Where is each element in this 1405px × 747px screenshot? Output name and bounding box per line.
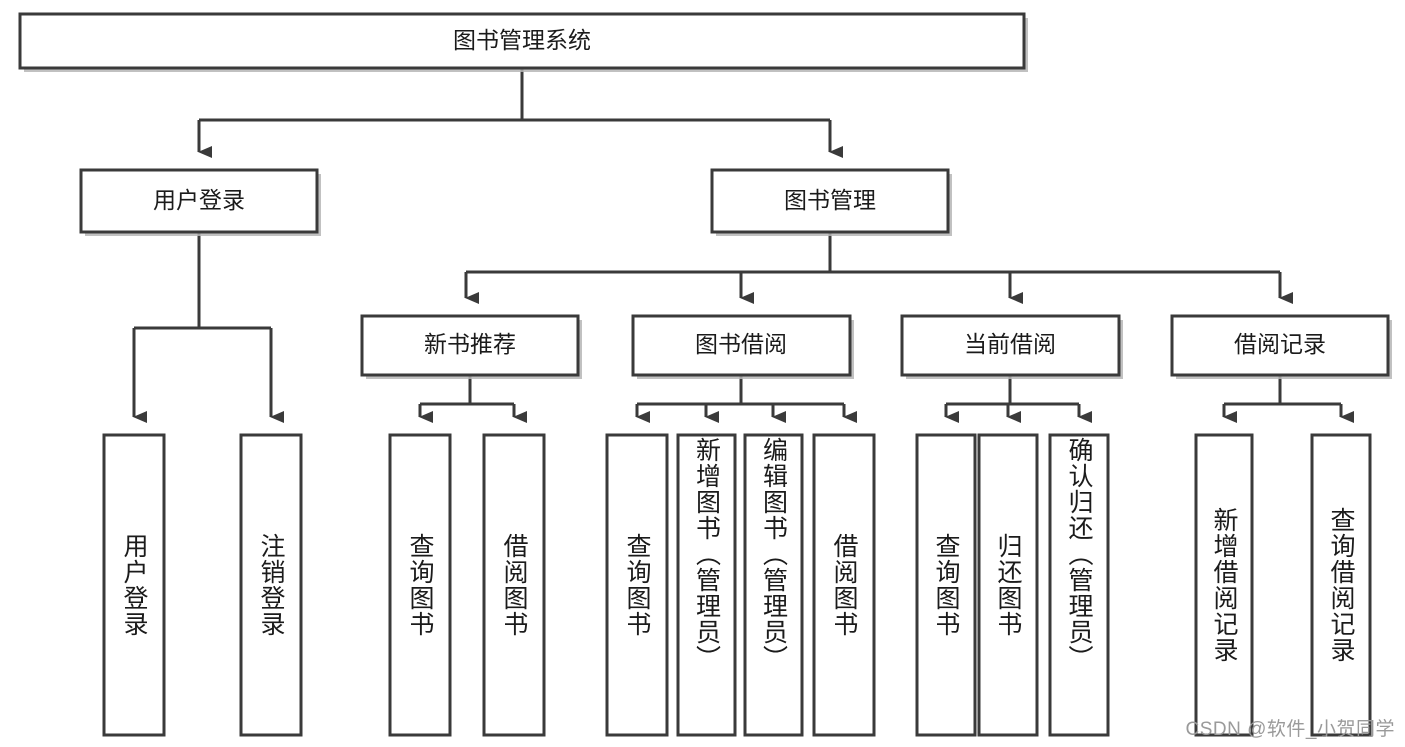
- node-borrow-records-box[interactable]: [1170, 314, 1390, 377]
- leaf-box-query-book-2[interactable]: [605, 433, 669, 737]
- leaf-box-logout[interactable]: [239, 433, 303, 737]
- node-new-book-recommend-label: 新书推荐: [424, 331, 516, 357]
- node-current-borrow[interactable]: 当前借阅: [900, 314, 1123, 379]
- node-root[interactable]: 图书管理系统: [18, 12, 1028, 72]
- leaf-box-confirm-return[interactable]: [1048, 433, 1110, 737]
- leaf-box-query-record[interactable]: [1310, 433, 1372, 737]
- leaf-box-add-book[interactable]: [676, 433, 737, 737]
- node-root-box[interactable]: [18, 12, 1026, 70]
- node-borrow-records[interactable]: 借阅记录: [1170, 314, 1392, 379]
- node-book-borrow-label: 图书借阅: [695, 331, 787, 357]
- node-book-borrow[interactable]: 图书借阅: [631, 314, 854, 379]
- node-user-login[interactable]: 用户登录: [79, 168, 321, 236]
- leaf-layer: [102, 433, 1372, 737]
- leaf-box-return-book[interactable]: [977, 433, 1039, 737]
- leaf-box-query-book-1[interactable]: [388, 433, 452, 737]
- connector-layer: [132, 68, 1354, 423]
- node-user-login-box[interactable]: [79, 168, 319, 234]
- node-book-borrow-box[interactable]: [631, 314, 852, 377]
- leaf-box-borrow-book-1[interactable]: [482, 433, 546, 737]
- node-current-borrow-box[interactable]: [900, 314, 1121, 377]
- leaf-box-edit-book[interactable]: [743, 433, 804, 737]
- leaf-box-user-login[interactable]: [102, 433, 166, 737]
- leaf-box-borrow-book-2[interactable]: [812, 433, 876, 737]
- node-current-borrow-label: 当前借阅: [964, 331, 1056, 357]
- watermark-text: CSDN @软件_小贺同学: [1185, 719, 1395, 740]
- leaf-box-query-book-3[interactable]: [915, 433, 977, 737]
- node-user-login-label: 用户登录: [153, 187, 245, 213]
- node-book-management-box[interactable]: [710, 168, 950, 234]
- node-borrow-records-label: 借阅记录: [1234, 331, 1326, 357]
- node-book-management[interactable]: 图书管理: [710, 168, 952, 236]
- node-book-management-label: 图书管理: [784, 187, 876, 213]
- node-root-label: 图书管理系统: [453, 27, 591, 53]
- leaf-box-add-record[interactable]: [1194, 433, 1254, 737]
- node-new-book-recommend-box[interactable]: [360, 314, 580, 377]
- node-new-book-recommend[interactable]: 新书推荐: [360, 314, 582, 379]
